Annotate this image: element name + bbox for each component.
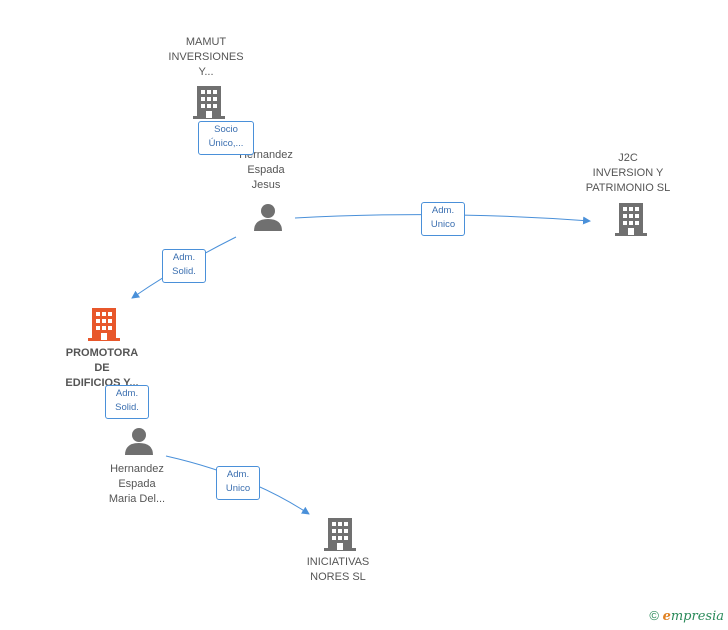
node-label-iniciativas[interactable]: INICIATIVAS NORES SL — [288, 555, 388, 585]
node-label-hernandez-maria[interactable]: Hernandez Espada Maria Del... — [90, 462, 184, 507]
label-line: MAMUT — [185, 36, 227, 48]
label-line: J2C — [618, 152, 638, 164]
node-label-j2c[interactable]: J2C INVERSION Y PATRIMONIO SL — [578, 151, 678, 196]
person-icon[interactable] — [124, 427, 154, 455]
brand-logo-e: e — [662, 609, 671, 624]
label-line: Espada — [118, 478, 156, 490]
building-icon[interactable] — [193, 84, 225, 120]
label-line: INICIATIVAS — [306, 556, 370, 568]
label-line: INVERSION Y — [592, 167, 664, 179]
label-line: Espada — [247, 164, 285, 176]
label-line: NORES SL — [310, 571, 366, 583]
building-icon[interactable] — [615, 201, 647, 237]
label-line: PATRIMONIO SL — [585, 182, 671, 194]
edge-label-adm-unico[interactable]: Adm. Unico — [216, 466, 260, 500]
empresia-brand[interactable]: © empresia — [649, 608, 724, 624]
edge-label-adm-solid[interactable]: Adm. Solid. — [162, 249, 206, 283]
label-line: Y... — [198, 66, 214, 78]
person-icon[interactable] — [253, 203, 283, 231]
label-line: PROMOTORA — [65, 347, 139, 359]
edge-label-adm-solid[interactable]: Adm. Solid. — [105, 385, 149, 419]
building-icon[interactable] — [324, 516, 356, 552]
edge-label-adm-unico[interactable]: Adm. Unico — [421, 202, 465, 236]
label-line: Jesus — [251, 179, 281, 191]
label-line: Hernandez — [110, 463, 164, 475]
label-line: Maria Del... — [108, 493, 166, 505]
copyright-symbol: © — [649, 608, 659, 623]
label-line: DE — [94, 362, 110, 374]
edge-label-socio-unico[interactable]: Socio Único,... — [198, 121, 254, 155]
brand-logo-text: mpresia — [670, 609, 724, 624]
node-label-mamut[interactable]: MAMUT INVERSIONES Y... — [150, 35, 262, 80]
label-line: INVERSIONES — [168, 51, 244, 63]
building-icon[interactable] — [88, 306, 120, 342]
